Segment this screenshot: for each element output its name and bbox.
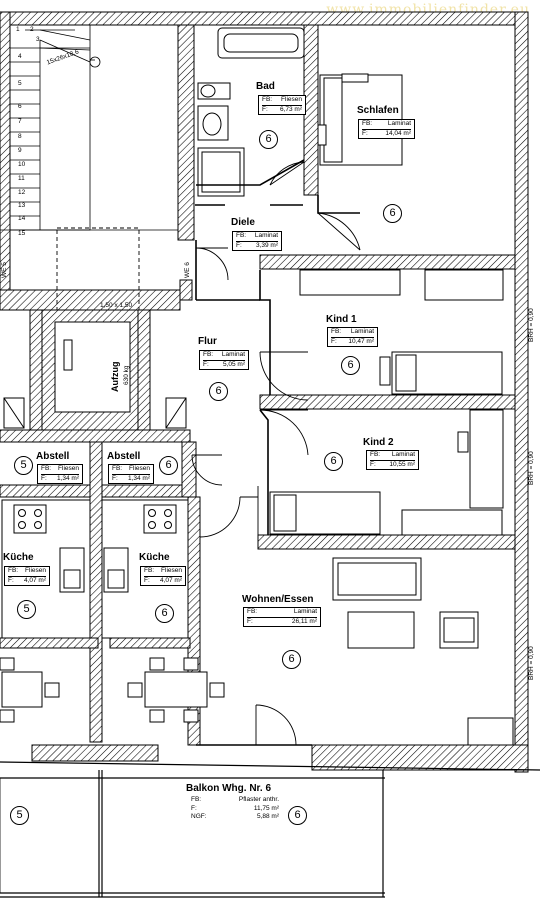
dining-table-5: [0, 657, 60, 723]
brh-label-1: BRH = 0,90: [528, 308, 535, 342]
unit-badge-balkon-5: 5: [10, 806, 29, 825]
unit-badge-kueche-6: 6: [155, 604, 174, 623]
stair-step-6: 6: [18, 103, 22, 110]
room-name-kueche-5: Küche: [3, 552, 34, 563]
info-box-abstell-5: FB:Fliesen F:1,34 m²: [37, 464, 83, 484]
room-name-flur: Flur: [198, 336, 217, 347]
room-name-kind2: Kind 2: [363, 437, 394, 448]
living-furniture: [332, 557, 514, 746]
stair-step-15: 15: [18, 230, 26, 237]
unit-badge-kind2: 6: [324, 452, 343, 471]
info-box-kueche-5: FB:Fliesen F:4,07 m²: [4, 566, 50, 586]
brh-label-2: BRH = 0,90: [528, 451, 535, 485]
room-name-balkon: Balkon Whg. Nr. 6: [186, 783, 272, 794]
stair-step-10: 10: [18, 161, 26, 168]
exterior-walls: [0, 11, 529, 773]
stair-step-3: 3: [36, 36, 40, 43]
unit-badge-schlafen: 6: [383, 204, 402, 223]
room-name-wohnen: Wohnen/Essen: [242, 594, 314, 605]
info-box-kind2: FB:Laminat F:10,55 m²: [366, 450, 419, 470]
doors: [191, 161, 361, 746]
info-box-schlafen: FB:Laminat F:14,04 m²: [358, 119, 415, 139]
room-name-schlafen: Schlafen: [357, 105, 399, 116]
staircase: [0, 24, 178, 231]
interior-walls: [0, 24, 516, 746]
info-box-flur: FB:Laminat F:5,05 m²: [199, 350, 249, 370]
room-name-kind1: Kind 1: [326, 314, 357, 325]
bathroom-fixtures: [197, 27, 305, 197]
info-box-abstell-6: FB:Fliesen F:1,34 m²: [108, 464, 154, 484]
room-outlines: [195, 159, 360, 746]
brh-label-3: BRH = 0,90: [528, 646, 535, 680]
unit-badge-abstell-5: 5: [14, 456, 33, 475]
stair-step-12: 12: [18, 189, 26, 196]
unit-badge-bad: 6: [259, 130, 278, 149]
room-name-abstell-5: Abstell: [36, 451, 70, 462]
stair-step-7: 7: [18, 118, 22, 125]
room-name-kueche-6: Küche: [139, 552, 170, 563]
stair-step-14: 14: [18, 215, 26, 222]
unit-badge-wohnen: 6: [282, 650, 301, 669]
stair-step-1: 1: [16, 26, 20, 33]
info-box-wohnen: FB:Laminat F:26,11 m²: [243, 607, 321, 627]
balcony: [0, 777, 384, 894]
info-box-diele: FB:Laminat F:3,39 m²: [232, 231, 282, 251]
lift-label: Aufzug: [110, 361, 120, 393]
unit-badge-flur: 6: [209, 382, 228, 401]
wall-label-we5: WE 5: [1, 262, 8, 278]
stair-step-11: 11: [18, 175, 25, 182]
info-box-kind1: FB:Laminat F:10,47 m²: [327, 327, 378, 347]
lift-shaft-label: 1,50 x 1,50: [100, 302, 133, 309]
unit-badge-kind1: 6: [341, 356, 360, 375]
stair-step-13: 13: [18, 202, 26, 209]
lift-car: [41, 309, 139, 431]
stair-step-2: 2: [30, 26, 34, 33]
unit-badge-balkon-6: 6: [288, 806, 307, 825]
kind2-furniture: [269, 409, 504, 536]
room-name-bad: Bad: [256, 81, 275, 92]
info-box-bad: FB:Fliesen F:6,73 m²: [258, 95, 306, 115]
abstell-fixtures: [3, 397, 187, 429]
room-name-diele: Diele: [231, 217, 255, 228]
dining-table-6: [127, 657, 225, 723]
stair-step-9: 9: [18, 147, 22, 154]
info-box-balkon: FB:Pflaster anthr. F:11,75 m² NGF:5,88 m…: [191, 796, 279, 822]
kind1-furniture: [299, 269, 504, 395]
unit-badge-abstell-6: 6: [159, 456, 178, 475]
stair-step-4: 4: [18, 53, 22, 60]
stair-step-8: 8: [18, 133, 22, 140]
unit-badge-kueche-5: 5: [17, 600, 36, 619]
wall-label-we6: WE 6: [184, 262, 191, 278]
stair-step-5: 5: [18, 80, 22, 87]
lift-sub-label: 630 kg: [123, 365, 130, 385]
info-box-kueche-6: FB:Fliesen F:4,07 m²: [140, 566, 186, 586]
room-name-abstell-6: Abstell: [107, 451, 141, 462]
